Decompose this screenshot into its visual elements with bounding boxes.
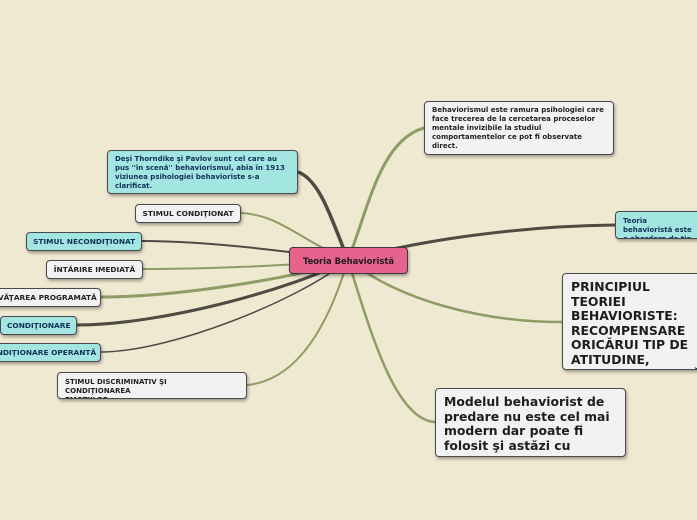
node-invatarea-programata[interactable]: ÎNVĂŢAREA PROGRAMATĂ: [0, 288, 101, 307]
central-node[interactable]: Teoria Behavioristă: [289, 247, 408, 274]
branch-definition: [346, 126, 425, 261]
node-invatarea-programata-text: ÎNVĂŢAREA PROGRAMATĂ: [0, 293, 97, 302]
node-intarire-imediata-text: ÎNTĂRIRE IMEDIATĂ: [53, 265, 136, 274]
node-modelul[interactable]: Modelul behaviorist de predare nu este c…: [435, 388, 626, 457]
central-node-text: Teoria Behavioristă: [302, 256, 394, 266]
node-teoria-abordare[interactable]: Teoria behavioristă este o abordare de t…: [615, 211, 697, 239]
node-conditionare-operanta-text: CONDIŢIONARE OPERANTĂ: [0, 348, 97, 357]
node-teoria-abordare-text: Teoria behavioristă este o abordare de t…: [623, 217, 692, 239]
node-conditionare[interactable]: CONDIŢIONARE: [0, 316, 77, 335]
branch-stimul-discriminativ: [246, 259, 349, 386]
branch-principiul: [347, 259, 563, 324]
node-principiul-text: PRINCIPIUL TEORIEI BEHAVIORISTE: RECOMPE…: [571, 279, 697, 369]
branch-conditionare-operanta: [100, 259, 349, 353]
node-stimul-neconditionat-text: STIMUL NECONDIŢIONAT: [33, 237, 136, 246]
node-stimul-discriminativ[interactable]: STIMUL DISCRIMINATIV ŞI CONDIŢIONAREA EM…: [57, 372, 247, 399]
node-modelul-text: Modelul behaviorist de predare nu este c…: [444, 394, 610, 456]
node-stimul-conditionat[interactable]: STIMUL CONDIŢIONAT: [135, 204, 241, 223]
node-intarire-imediata[interactable]: ÎNTĂRIRE IMEDIATĂ: [46, 260, 143, 279]
node-definition[interactable]: Behaviorismul este ramura psihologiei ca…: [424, 101, 614, 155]
node-thorndike-pavlov-text: Deşi Thorndike şi Pavlov sunt cel care a…: [115, 155, 285, 190]
node-principiul[interactable]: PRINCIPIUL TEORIEI BEHAVIORISTE: RECOMPE…: [562, 273, 697, 370]
node-thorndike-pavlov[interactable]: Deşi Thorndike şi Pavlov sunt cel care a…: [107, 150, 298, 194]
branch-modelul: [346, 259, 436, 424]
node-stimul-neconditionat[interactable]: STIMUL NECONDIŢIONAT: [26, 232, 142, 251]
node-conditionare-operanta[interactable]: CONDIŢIONARE OPERANTĂ: [0, 343, 101, 362]
node-stimul-discriminativ-text: STIMUL DISCRIMINATIV ŞI CONDIŢIONAREA EM…: [65, 378, 167, 398]
node-conditionare-text: CONDIŢIONARE: [7, 321, 71, 330]
node-definition-text: Behaviorismul este ramura psihologiei ca…: [432, 106, 604, 150]
node-stimul-conditionat-text: STIMUL CONDIŢIONAT: [142, 209, 234, 218]
